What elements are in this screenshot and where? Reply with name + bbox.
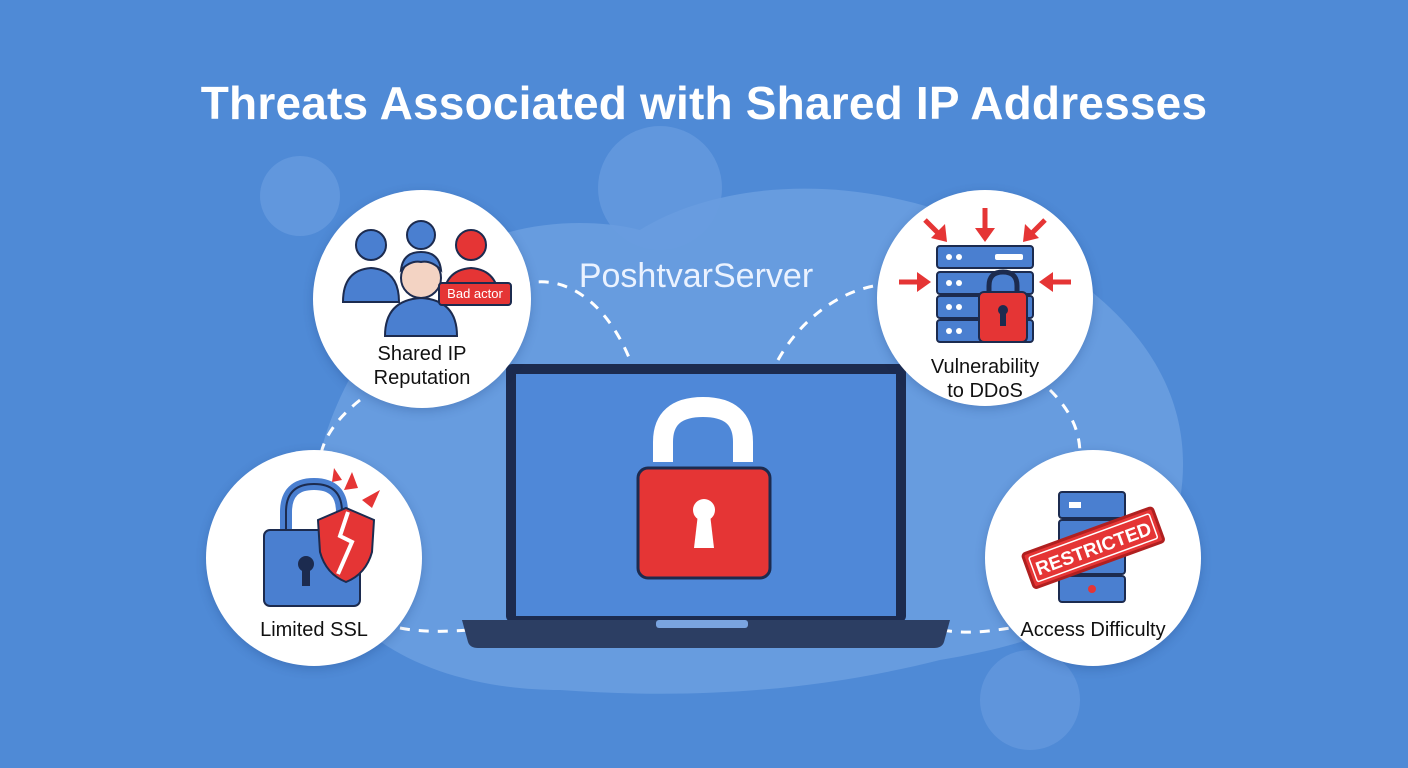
page-title: Threats Associated with Shared IP Addres… <box>200 77 1208 129</box>
broken-shield-icon <box>316 506 376 584</box>
threat-node-access-difficulty: RESTRICTED Access Difficulty <box>985 450 1201 666</box>
threat-node-ddos: Vulnerability to DDoS <box>877 190 1093 406</box>
user-group-icon <box>341 220 512 337</box>
crack-sparks <box>332 468 380 508</box>
threat-label-limited-ssl: Limited SSL <box>260 619 368 641</box>
brand-label: PoshtvarServer <box>578 257 814 295</box>
broken-lock-icon <box>263 468 380 607</box>
restricted-server-icon <box>1021 491 1165 603</box>
attack-arrows <box>899 208 1071 292</box>
background-bubble <box>980 650 1080 750</box>
restricted-stamp <box>1021 506 1165 589</box>
padlock-icon <box>636 396 772 580</box>
threat-node-shared-ip: Bad actor Shared IP Reputation <box>313 190 531 408</box>
background-bubble <box>598 126 722 250</box>
bad-actor-badge: Bad actor <box>447 286 503 301</box>
background-bubble <box>260 156 340 236</box>
connector-lines <box>318 280 1082 634</box>
small-padlock-icon <box>978 269 1028 343</box>
threat-label-access-difficulty: Access Difficulty <box>1020 619 1166 641</box>
server-attack-icon <box>899 208 1071 343</box>
threat-label-shared-ip: Shared IP Reputation <box>373 343 471 389</box>
laptop-icon <box>462 364 950 648</box>
threat-node-limited-ssl: Limited SSL <box>206 450 422 666</box>
threat-label-ddos: Vulnerability to DDoS <box>930 356 1040 402</box>
